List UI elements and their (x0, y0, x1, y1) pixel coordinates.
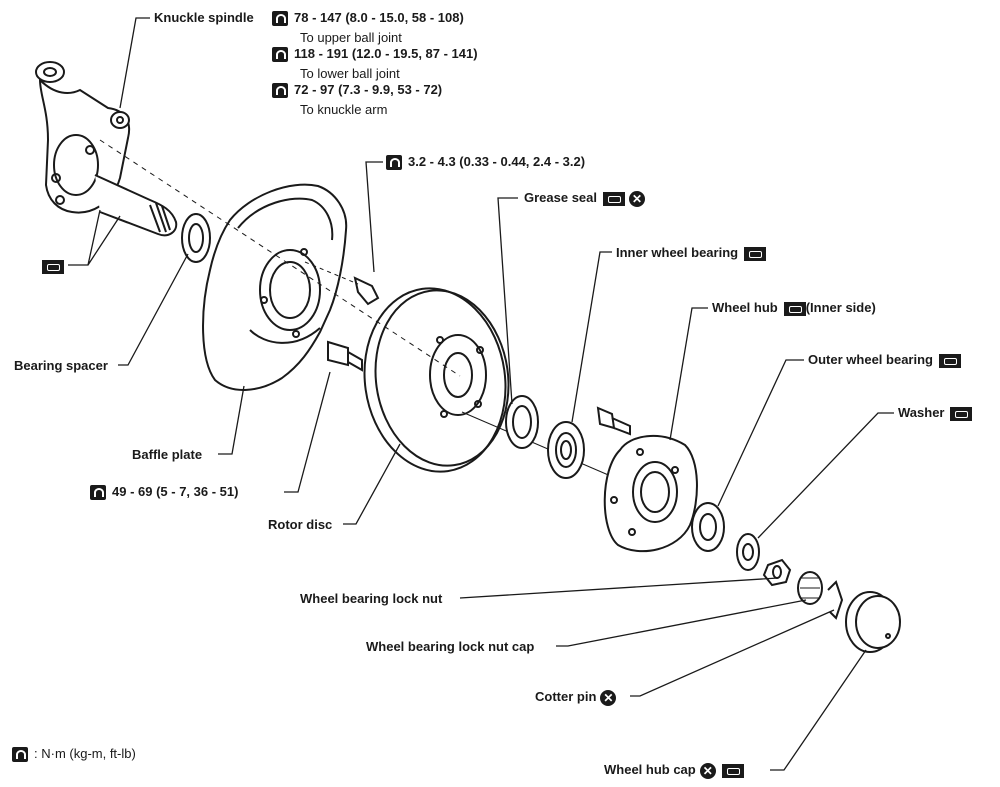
rotor-disc-part (99, 139, 621, 481)
grease-icon (42, 259, 64, 274)
torque-caliper-bolt: 49 - 69 (5 - 7, 36 - 51) (90, 484, 238, 501)
label-baffle-plate: Baffle plate (132, 447, 203, 462)
lock-nut-part (762, 558, 792, 587)
torque-arm-sub: To knuckle arm (300, 102, 388, 117)
label-lock-nut: Wheel bearing lock nut (300, 591, 443, 606)
hub-bolt-part (596, 406, 631, 436)
label-outer-wheel-bearing: Outer wheel bearing (808, 352, 961, 368)
label-inner-wheel-bearing: Inner wheel bearing (616, 245, 767, 261)
replace-x-icon: ✕ (629, 190, 646, 207)
label-lock-nut-cap: Wheel bearing lock nut cap (366, 639, 535, 654)
torque-wrench-icon (272, 47, 288, 63)
torque-baffle-bolt: 3.2 - 4.3 (0.33 - 0.44, 2.4 - 3.2) (386, 154, 585, 171)
label-grease-knuckle (42, 258, 64, 274)
replace-x-icon: ✕ (699, 762, 716, 779)
replace-x-icon: ✕ (600, 689, 617, 706)
grease-icon (783, 301, 806, 316)
leader-lines (68, 17, 894, 771)
torque-wrench-icon (272, 11, 288, 27)
lock-nut-cap-part (797, 571, 823, 605)
label-washer: Washer (898, 405, 973, 421)
knuckle-spindle-part (35, 61, 178, 237)
torque-knuckle-arm: 72 - 97 (7.3 - 9.9, 53 - 72) (272, 82, 442, 99)
baffle-bolt-part (304, 261, 380, 306)
grease-icon (721, 763, 744, 778)
grease-icon (938, 353, 961, 368)
torque-upper-sub: To upper ball joint (300, 30, 402, 45)
torque-lower-sub: To lower ball joint (300, 66, 400, 81)
grease-icon (950, 406, 973, 421)
wheel-hub-part (603, 434, 698, 553)
torque-lower-ball-joint: 118 - 191 (12.0 - 19.5, 87 - 141) (272, 46, 478, 63)
grease-icon (603, 191, 626, 206)
torque-upper-ball-joint: 78 - 147 (8.0 - 15.0, 58 - 108) (272, 10, 464, 27)
grease-seal-part (505, 395, 539, 449)
caliper-bolt-part (327, 340, 363, 372)
inner-wheel-bearing-part (547, 421, 585, 479)
label-cotter-pin: Cotter pin✕ (535, 689, 617, 706)
torque-wrench-icon (386, 155, 402, 171)
torque-wrench-icon (272, 83, 288, 99)
cotter-pin-part (827, 580, 844, 620)
label-rotor-disc: Rotor disc (268, 517, 333, 532)
bearing-spacer-part (181, 213, 211, 263)
outer-wheel-bearing-part (691, 502, 725, 552)
label-wheel-hub: Wheel hub(Inner side) (712, 300, 876, 316)
label-knuckle-spindle: Knuckle spindle (154, 10, 254, 25)
label-bearing-spacer: Bearing spacer (14, 358, 108, 373)
label-wheel-hub-cap: Wheel hub cap✕ (604, 762, 744, 779)
label-grease-seal: Grease seal✕ (524, 190, 646, 207)
torque-wrench-icon (12, 747, 28, 763)
baffle-plate-part (202, 183, 348, 391)
legend-units: : N·m (kg-m, ft-lb) (12, 746, 136, 763)
wheel-hub-cap-part (845, 591, 901, 653)
grease-icon (744, 246, 767, 261)
washer-part (736, 533, 760, 571)
torque-wrench-icon (90, 485, 106, 501)
